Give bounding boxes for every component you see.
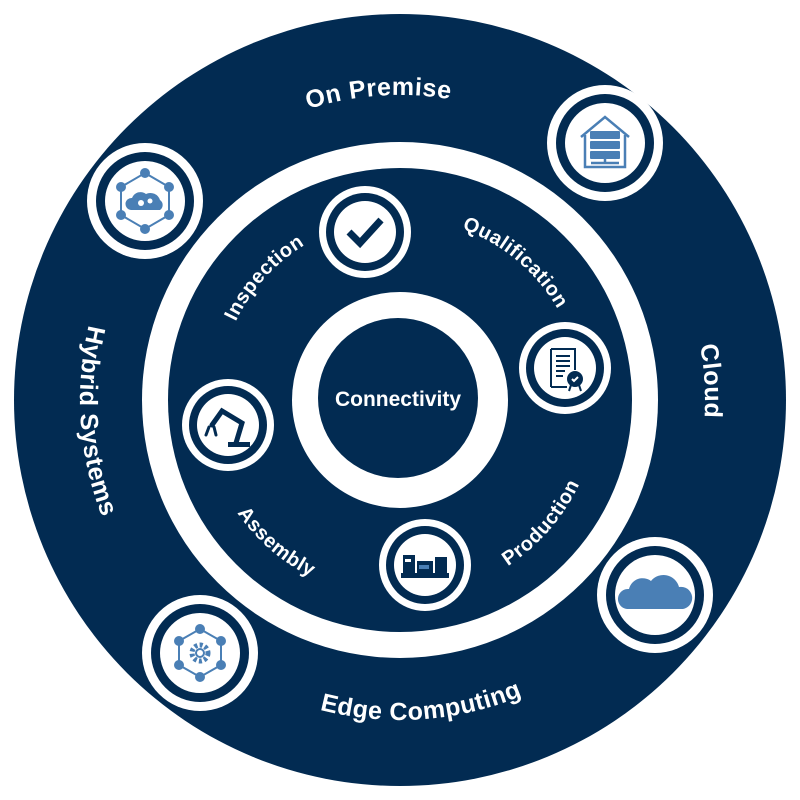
gear-network-icon <box>174 624 226 682</box>
outer-icon-hybrid <box>87 143 203 259</box>
cloud-gear-network-icon <box>116 168 174 234</box>
robot-arm-icon <box>204 407 250 447</box>
cloud-icon <box>617 574 693 609</box>
machine-icon <box>401 555 449 578</box>
center-hub: Connectivity <box>318 318 478 478</box>
server-house-icon <box>580 115 630 169</box>
outer-icon-on-premise <box>547 85 663 201</box>
center-label: Connectivity <box>335 388 461 411</box>
certificate-icon <box>550 348 583 392</box>
inner-icon-production <box>379 519 471 611</box>
outer_ring-label-cloud: Cloud <box>694 342 727 419</box>
inner-icon-qualification <box>519 322 611 414</box>
outer-icon-edge <box>142 595 258 711</box>
outer_ring-label-text: Cloud <box>694 342 726 419</box>
inner-icon-assembly <box>182 379 274 471</box>
inner-icon-inspection <box>319 186 411 278</box>
outer-icon-cloud <box>597 537 713 653</box>
checkmark-icon <box>346 217 384 249</box>
